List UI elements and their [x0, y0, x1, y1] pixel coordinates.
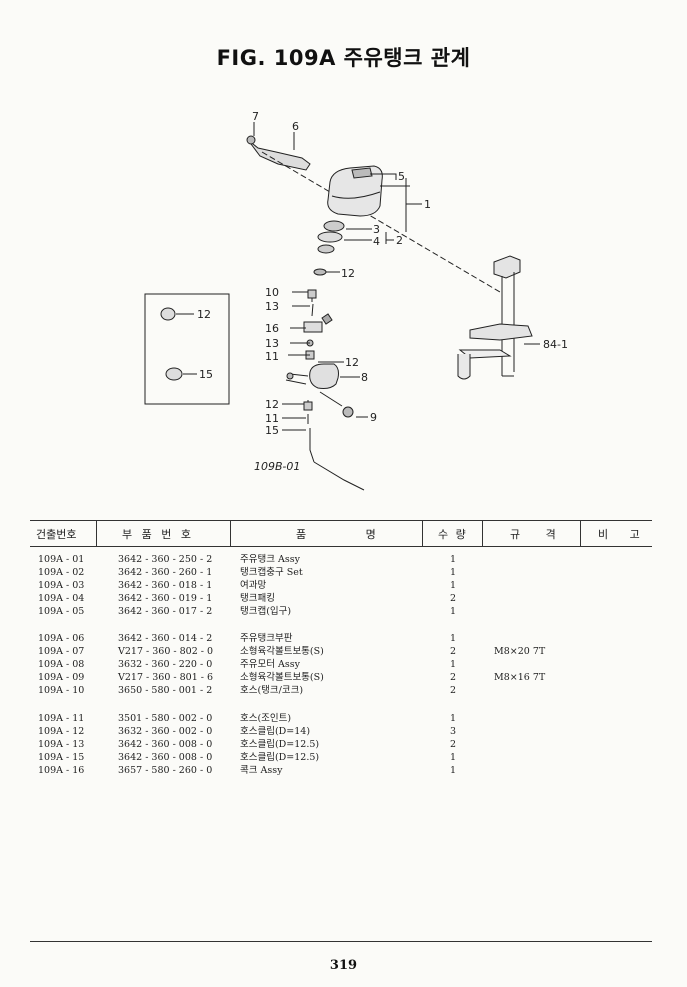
callout-7: 7	[252, 110, 259, 123]
callout-11a: 11	[265, 350, 279, 363]
callout-8: 8	[361, 371, 368, 384]
drawing-number: 109B-01	[254, 460, 300, 473]
figure-title: FIG. 109A 주유탱크 관계	[216, 46, 471, 70]
col-separator	[230, 520, 231, 546]
callout-11b: 11	[265, 412, 279, 425]
callout-3: 3	[373, 223, 380, 236]
callout-6: 6	[292, 120, 299, 133]
page-number: 319	[329, 958, 358, 973]
table-header-rule	[30, 546, 652, 547]
callout-1: 1	[424, 198, 431, 211]
header-part-name: 품 명	[296, 528, 376, 541]
table-bottom-rule	[30, 941, 652, 942]
callout-13b: 13	[265, 337, 279, 350]
callout-2: 2	[396, 234, 403, 247]
col-separator	[482, 520, 483, 546]
header-item-no: 건출번호	[36, 528, 77, 541]
col-separator	[580, 520, 581, 546]
table-top-rule	[30, 520, 652, 521]
callout-16: 16	[265, 322, 279, 335]
col-separator	[96, 520, 97, 546]
callout-15: 15	[265, 424, 279, 437]
callout-12b: 12	[345, 356, 359, 369]
callout-12a: 12	[341, 267, 355, 280]
callout-10: 10	[265, 286, 279, 299]
callout-12c: 12	[265, 398, 279, 411]
header-remarks: 비 고	[598, 528, 640, 541]
callout-9: 9	[370, 411, 377, 424]
header-qty: 수 량	[438, 528, 466, 541]
callout-labels: 7 6 5 1 3 4 2 12 10 13 16 13 11 12 8 12 …	[197, 110, 568, 473]
col-separator	[422, 520, 423, 546]
callout-84-1: 84-1	[543, 338, 568, 351]
header-spec: 규 격	[510, 528, 556, 541]
callout-4: 4	[373, 235, 380, 248]
exploded-parts-diagram: 7 6 5 1 3 4 2 12 10 13 16 13 11 12 8 12 …	[144, 110, 568, 491]
callout-5: 5	[398, 170, 405, 183]
header-part-no: 부 품 번 호	[122, 528, 191, 541]
callout-13a: 13	[265, 300, 279, 313]
inset-callout-12: 12	[197, 308, 211, 321]
inset-callout-15: 15	[199, 368, 213, 381]
